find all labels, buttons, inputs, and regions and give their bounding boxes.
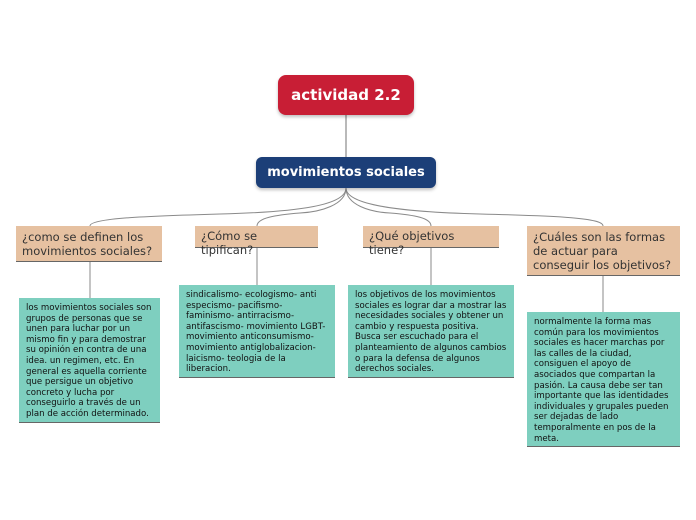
detail-node-types[interactable]: sindicalismo- ecologismo- anti especismo…	[179, 285, 335, 378]
subtopic-node-types[interactable]: ¿Cómo se tipifican?	[195, 226, 318, 257]
subtopic-node-definition[interactable]: ¿como se definen los movimientos sociale…	[16, 226, 162, 262]
main-branch-connector-3	[345, 187, 432, 227]
main-topic-label: movimientos sociales	[267, 165, 425, 180]
main-branch-connector-2	[256, 187, 347, 227]
subtopic-label: ¿Qué objetivos tiene?	[369, 229, 455, 257]
detail-node-definition[interactable]: los movimientos sociales son grupos de p…	[19, 298, 160, 423]
root-node[interactable]: actividad 2.2	[278, 75, 414, 115]
detail-node-actions[interactable]: normalmente la forma mas común para los …	[527, 312, 680, 447]
subtopic-label: ¿Cuáles son las formas de actuar para co…	[533, 230, 672, 272]
subtopic-label: ¿como se definen los movimientos sociale…	[22, 230, 153, 258]
main-topic-node[interactable]: movimientos sociales	[256, 157, 436, 188]
main-branch-connector-4	[345, 187, 604, 227]
subtopic-node-objectives[interactable]: ¿Qué objetivos tiene?	[363, 226, 499, 257]
subtopic-node-actions[interactable]: ¿Cuáles son las formas de actuar para co…	[527, 226, 680, 276]
detail-text: sindicalismo- ecologismo- anti especismo…	[186, 290, 326, 375]
main-branch-connector-1	[89, 187, 347, 227]
detail-text: normalmente la forma mas común para los …	[534, 317, 669, 444]
detail-text: los movimientos sociales son grupos de p…	[26, 303, 152, 419]
root-node-label: actividad 2.2	[291, 86, 401, 104]
detail-text: los objetivos de los movimientos sociale…	[355, 290, 507, 375]
subtopic-label: ¿Cómo se tipifican?	[201, 229, 258, 257]
detail-node-objectives[interactable]: los objetivos de los movimientos sociale…	[348, 285, 514, 378]
